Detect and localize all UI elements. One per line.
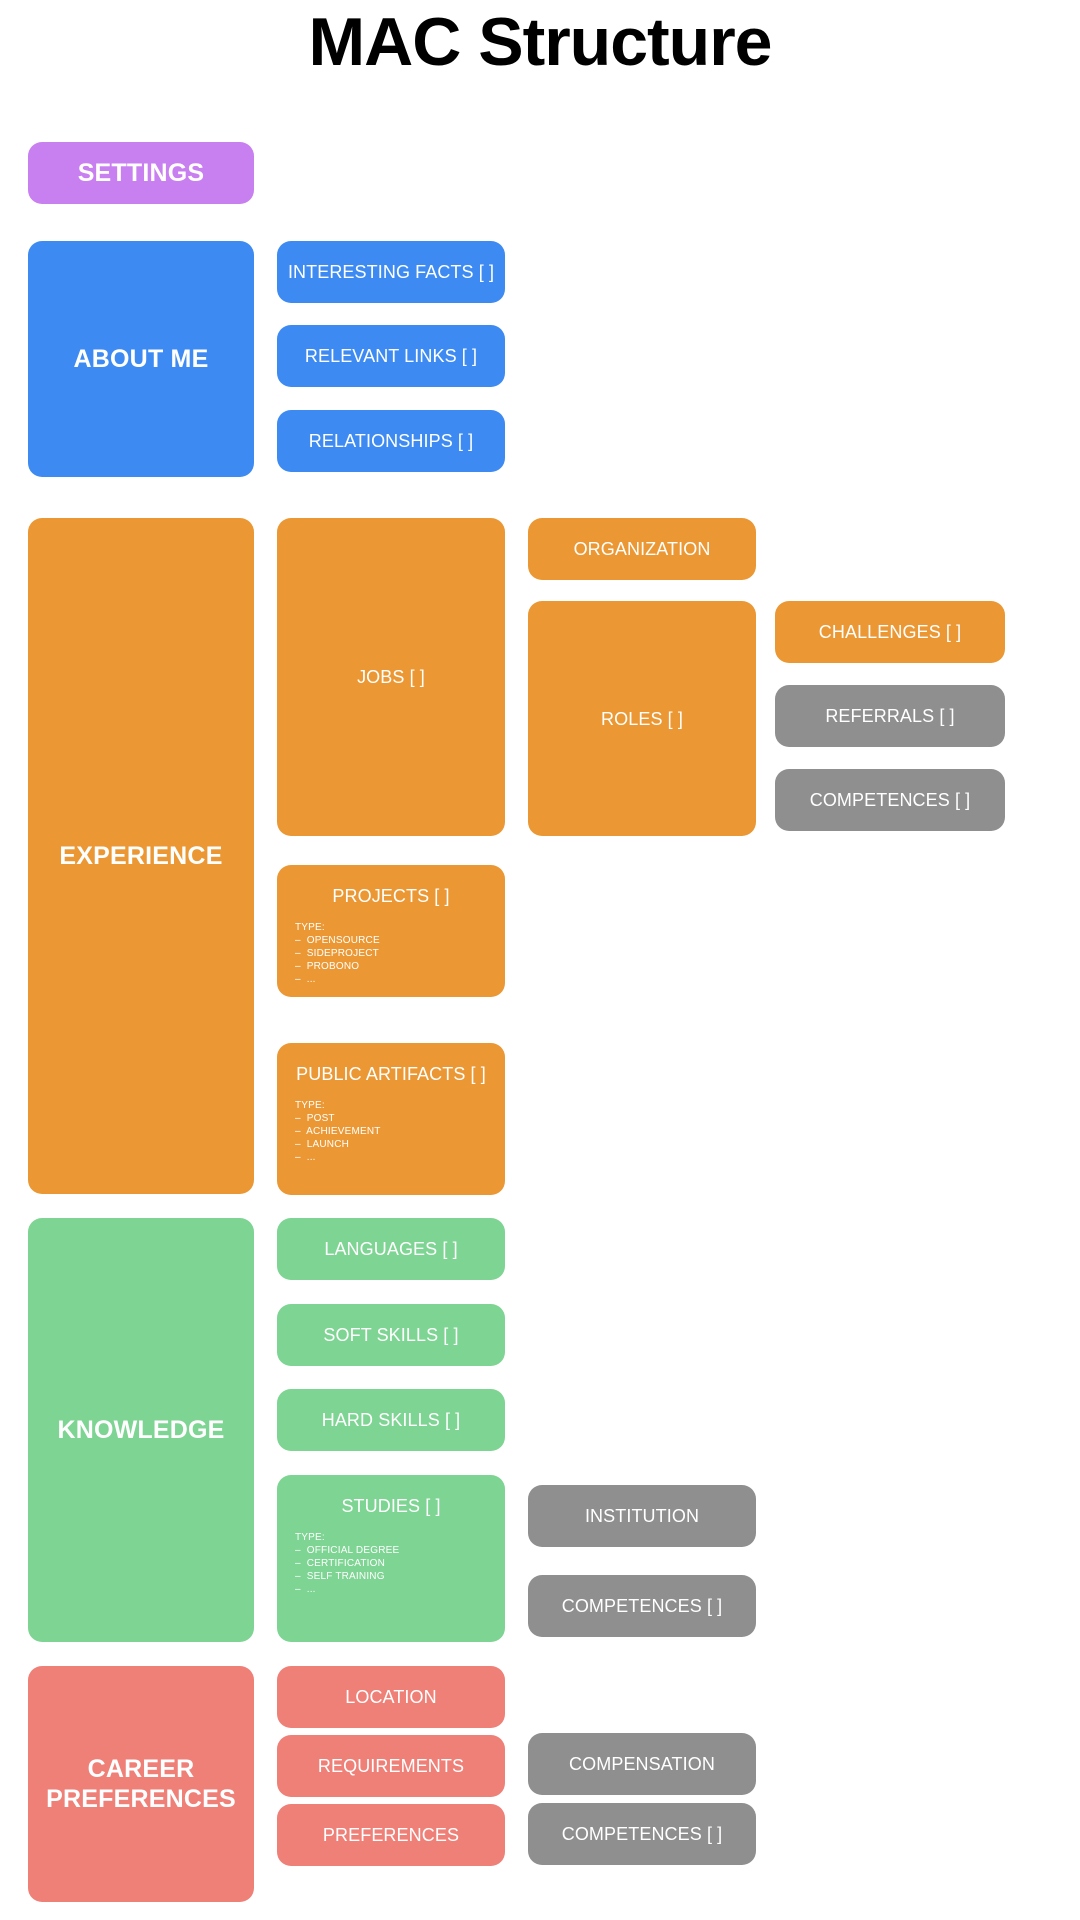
knowledge-institution[interactable]: INSTITUTION xyxy=(528,1485,756,1547)
about-me-relationships[interactable]: RELATIONSHIPS [ ] xyxy=(277,410,505,472)
knowledge-block[interactable]: KNOWLEDGE xyxy=(28,1218,254,1642)
experience-jobs[interactable]: JOBS [ ] xyxy=(277,518,505,836)
public-artifacts-type-item: – POST xyxy=(295,1113,335,1124)
studies-type-list: TYPE: – OFFICIAL DEGREE – CERTIFICATION … xyxy=(277,1531,399,1596)
settings-block[interactable]: SETTINGS xyxy=(28,142,254,204)
experience-competences-label: COMPETENCES [ ] xyxy=(809,790,971,810)
projects-type-list: TYPE: – OPENSOURCE – SIDEPROJECT – PROBO… xyxy=(277,921,380,986)
about-me-label: ABOUT ME xyxy=(73,345,209,373)
about-me-relevant-links[interactable]: RELEVANT LINKS [ ] xyxy=(277,325,505,387)
about-me-block[interactable]: ABOUT ME xyxy=(28,241,254,477)
location-label: LOCATION xyxy=(345,1687,437,1707)
knowledge-studies[interactable]: STUDIES [ ] TYPE: – OFFICIAL DEGREE – CE… xyxy=(277,1475,505,1642)
experience-label: EXPERIENCE xyxy=(59,842,223,870)
experience-block[interactable]: EXPERIENCE xyxy=(28,518,254,1194)
projects-type-item: – SIDEPROJECT xyxy=(295,948,379,959)
experience-referrals[interactable]: REFERRALS [ ] xyxy=(775,685,1005,747)
career-competences[interactable]: COMPETENCES [ ] xyxy=(528,1803,756,1865)
roles-label: ROLES [ ] xyxy=(601,708,683,729)
public-artifacts-type-item: – LAUNCH xyxy=(295,1139,350,1150)
knowledge-label: KNOWLEDGE xyxy=(57,1416,225,1444)
knowledge-competences-label: COMPETENCES [ ] xyxy=(561,1596,723,1616)
studies-type-item: – OFFICIAL DEGREE xyxy=(295,1545,400,1556)
knowledge-competences[interactable]: COMPETENCES [ ] xyxy=(528,1575,756,1637)
referrals-label: REFERRALS [ ] xyxy=(825,706,955,726)
jobs-label: JOBS [ ] xyxy=(357,667,425,687)
experience-roles[interactable]: ROLES [ ] xyxy=(528,601,756,836)
public-artifacts-type-item: – ... xyxy=(295,1152,316,1163)
knowledge-hard-skills[interactable]: HARD SKILLS [ ] xyxy=(277,1389,505,1451)
studies-label: STUDIES [ ] xyxy=(341,1496,441,1516)
public-artifacts-type-item: – ACHIEVEMENT xyxy=(295,1126,381,1137)
knowledge-languages[interactable]: LANGUAGES [ ] xyxy=(277,1218,505,1280)
soft-skills-label: SOFT SKILLS [ ] xyxy=(323,1325,459,1345)
career-location[interactable]: LOCATION xyxy=(277,1666,505,1728)
hard-skills-label: HARD SKILLS [ ] xyxy=(321,1410,461,1430)
career-requirements[interactable]: REQUIREMENTS xyxy=(277,1735,505,1797)
career-preferences-item[interactable]: PREFERENCES xyxy=(277,1804,505,1866)
public-artifacts-type-heading: TYPE: xyxy=(295,1100,325,1111)
projects-type-heading: TYPE: xyxy=(295,922,325,933)
experience-organization[interactable]: ORGANIZATION xyxy=(528,518,756,580)
projects-label: PROJECTS [ ] xyxy=(332,886,450,906)
projects-type-item: – OPENSOURCE xyxy=(295,935,380,946)
studies-type-item: – SELF TRAINING xyxy=(295,1571,385,1582)
studies-type-item: – ... xyxy=(295,1584,316,1595)
projects-type-item: – ... xyxy=(295,974,316,985)
relationships-label: RELATIONSHIPS [ ] xyxy=(308,431,474,451)
career-compensation[interactable]: COMPENSATION xyxy=(528,1733,756,1795)
requirements-label: REQUIREMENTS xyxy=(317,1756,465,1776)
public-artifacts-label: PUBLIC ARTIFACTS [ ] xyxy=(296,1064,486,1084)
settings-label: SETTINGS xyxy=(77,159,205,187)
page-title: MAC Structure xyxy=(308,4,772,80)
languages-label: LANGUAGES [ ] xyxy=(324,1239,458,1259)
career-preferences-label: CAREER PREFERENCES xyxy=(46,1755,236,1813)
career-competences-label: COMPETENCES [ ] xyxy=(561,1824,723,1844)
experience-public-artifacts[interactable]: PUBLIC ARTIFACTS [ ] TYPE: – POST – ACHI… xyxy=(277,1043,505,1195)
preferences-label: PREFERENCES xyxy=(322,1825,460,1845)
challenges-label: CHALLENGES [ ] xyxy=(818,622,962,642)
organization-label: ORGANIZATION xyxy=(573,539,711,559)
compensation-label: COMPENSATION xyxy=(569,1754,715,1774)
experience-projects[interactable]: PROJECTS [ ] TYPE: – OPENSOURCE – SIDEPR… xyxy=(277,865,505,997)
experience-challenges[interactable]: CHALLENGES [ ] xyxy=(775,601,1005,663)
interesting-facts-label: INTERESTING FACTS [ ] xyxy=(287,262,495,282)
studies-type-item: – CERTIFICATION xyxy=(295,1558,386,1569)
knowledge-soft-skills[interactable]: SOFT SKILLS [ ] xyxy=(277,1304,505,1366)
career-preferences-block[interactable]: CAREER PREFERENCES xyxy=(28,1666,254,1902)
experience-competences[interactable]: COMPETENCES [ ] xyxy=(775,769,1005,831)
studies-type-heading: TYPE: xyxy=(295,1532,325,1543)
institution-label: INSTITUTION xyxy=(584,1506,700,1526)
projects-type-item: – PROBONO xyxy=(295,961,360,972)
relevant-links-label: RELEVANT LINKS [ ] xyxy=(304,346,478,366)
about-me-interesting-facts[interactable]: INTERESTING FACTS [ ] xyxy=(277,241,505,303)
public-artifacts-type-list: TYPE: – POST – ACHIEVEMENT – LAUNCH – ..… xyxy=(277,1099,381,1164)
